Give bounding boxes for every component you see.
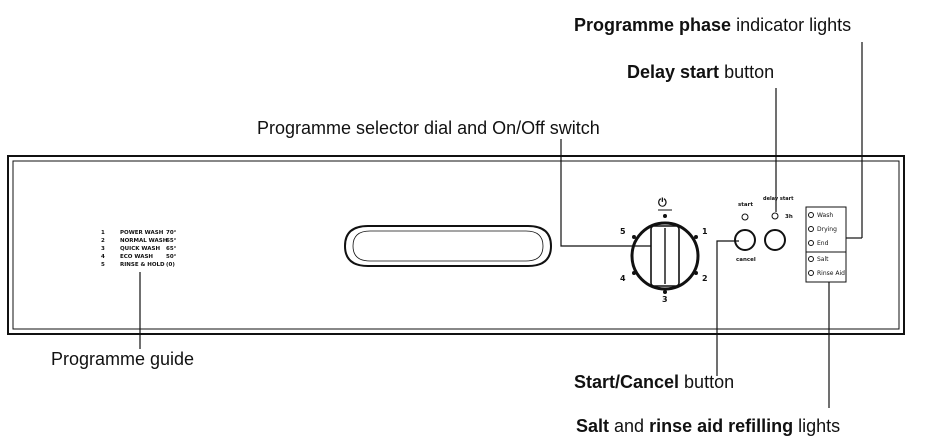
svg-text:4: 4 bbox=[101, 254, 105, 260]
end-light bbox=[808, 240, 814, 246]
delay-start-button[interactable] bbox=[764, 229, 786, 251]
delay-indicator-light bbox=[771, 212, 779, 220]
door-handle-inner bbox=[352, 230, 544, 262]
callout-programme-guide: Programme guide bbox=[51, 349, 194, 369]
svg-text:70°: 70° bbox=[166, 230, 177, 236]
cancel-label: cancel bbox=[736, 257, 756, 263]
svg-text:POWER WASH: POWER WASH bbox=[120, 230, 164, 236]
dial-dot bbox=[632, 271, 636, 275]
dial-dot bbox=[663, 214, 667, 218]
rinse-aid-light bbox=[808, 270, 814, 276]
callout-delay-start: Delay start button bbox=[627, 62, 774, 82]
svg-text:2: 2 bbox=[101, 238, 105, 244]
svg-text:RINSE & HOLD: RINSE & HOLD bbox=[120, 262, 165, 268]
callout-phase-lights: Programme phase indicator lights bbox=[574, 15, 851, 35]
dial-position-label: 3 bbox=[662, 295, 668, 304]
dial-position-label: 2 bbox=[702, 274, 708, 283]
programme-guide: 1 POWER WASH 70° 2 NORMAL WASH 65° 3 QUI… bbox=[101, 230, 177, 268]
delay-hours-label: 3h bbox=[785, 214, 793, 220]
power-icon: ⏻ bbox=[658, 196, 667, 209]
phase-light-label: Wash bbox=[817, 212, 833, 219]
control-panel-inner bbox=[12, 160, 900, 330]
start-cancel-button[interactable] bbox=[734, 229, 756, 251]
phase-light-label: End bbox=[817, 240, 829, 247]
svg-text:65°: 65° bbox=[166, 238, 177, 244]
svg-text:65°: 65° bbox=[166, 246, 177, 252]
dial-dot bbox=[632, 235, 636, 239]
callout-start-cancel: Start/Cancel button bbox=[574, 372, 734, 392]
start-label: start bbox=[738, 202, 753, 208]
svg-text:50°: 50° bbox=[166, 254, 177, 260]
wash-light bbox=[808, 212, 814, 218]
drying-light bbox=[808, 226, 814, 232]
svg-text:ECO WASH: ECO WASH bbox=[120, 254, 153, 260]
control-panel-outer bbox=[7, 155, 905, 335]
svg-text:(0): (0) bbox=[166, 262, 175, 268]
guide-row: 3 QUICK WASH 65° bbox=[101, 246, 177, 252]
start-indicator-light bbox=[741, 213, 749, 221]
guide-row: 1 POWER WASH 70° bbox=[101, 230, 177, 236]
guide-row: 2 NORMAL WASH 65° bbox=[101, 238, 177, 244]
refill-light-label: Salt bbox=[817, 256, 829, 263]
guide-row: 5 RINSE & HOLD (0) bbox=[101, 262, 175, 268]
leader-line-selector bbox=[560, 139, 651, 247]
svg-text:5: 5 bbox=[101, 262, 105, 268]
phase-light-label: Drying bbox=[817, 226, 837, 233]
callout-selector-dial: Programme selector dial and On/Off switc… bbox=[257, 118, 600, 138]
svg-text:QUICK WASH: QUICK WASH bbox=[120, 246, 160, 252]
dial-position-label: 4 bbox=[620, 274, 626, 283]
salt-light bbox=[808, 256, 814, 262]
leader-line-start bbox=[716, 240, 739, 376]
dial-position-label: 1 bbox=[702, 227, 708, 236]
dial-dot bbox=[694, 235, 698, 239]
dial-dot bbox=[663, 290, 667, 294]
dial-dot bbox=[694, 271, 698, 275]
svg-text:NORMAL WASH: NORMAL WASH bbox=[120, 238, 168, 244]
svg-text:1: 1 bbox=[101, 230, 105, 236]
refill-light-label: Rinse Aid bbox=[817, 270, 845, 277]
door-handle[interactable] bbox=[343, 225, 553, 267]
svg-text:3: 3 bbox=[101, 246, 105, 252]
programme-selector-dial[interactable] bbox=[630, 221, 700, 291]
delay-start-label: delay start bbox=[763, 196, 794, 202]
callout-salt-rinse: Salt and rinse aid refilling lights bbox=[576, 416, 840, 436]
guide-row: 4 ECO WASH 50° bbox=[101, 254, 177, 260]
dial-position-label: 5 bbox=[620, 227, 626, 236]
leader-lines bbox=[139, 42, 863, 408]
